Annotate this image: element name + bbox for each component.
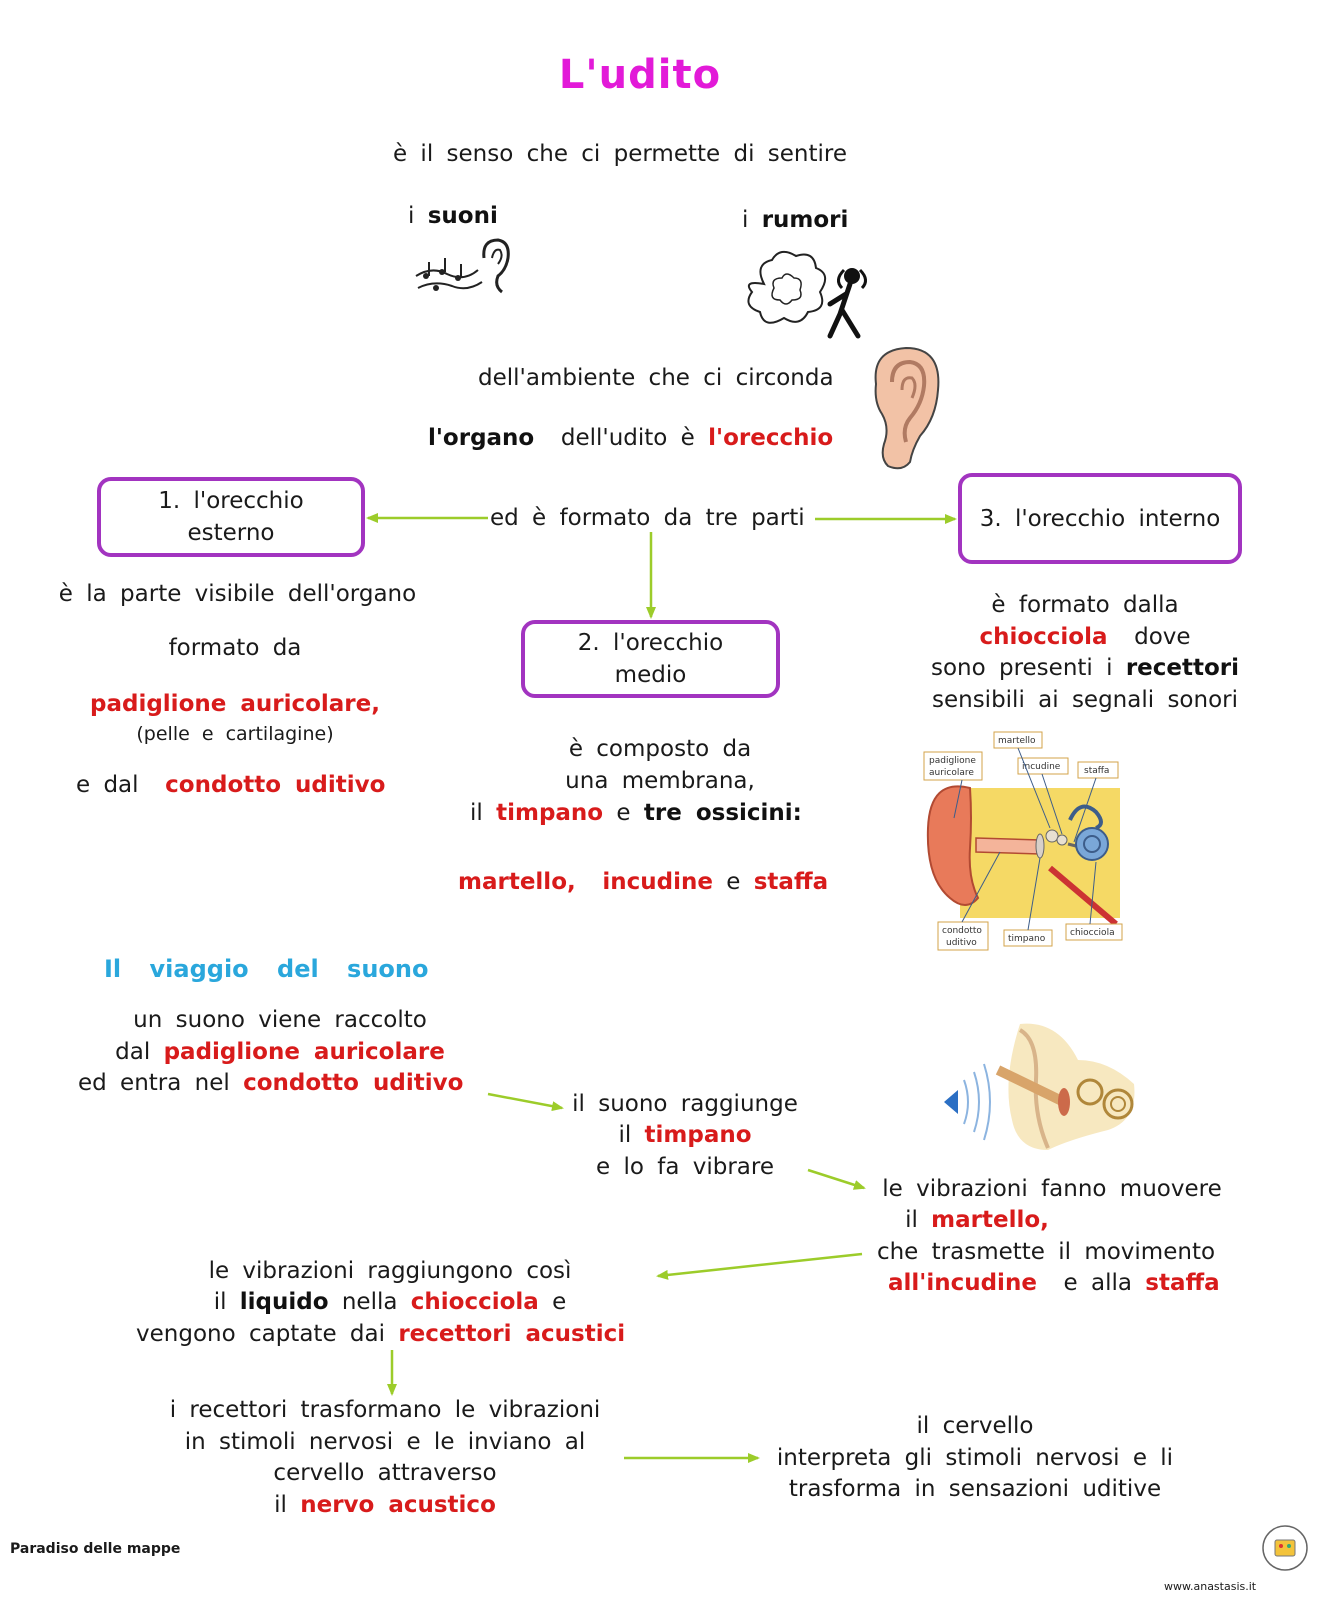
step3-line-1: le vibrazioni fanno muovere [882,1176,1222,1202]
organ-text: l'organo dell'udito è l'orecchio [428,425,834,451]
noises-label: i rumori [742,207,849,233]
step6-line-1: il cervello [916,1413,1034,1439]
step1-line-2: dal padiglione auricolare [115,1039,445,1065]
inner-ear-box: 3. l'orecchio interno [958,473,1242,564]
step3-line-2: il martello, [905,1207,1049,1233]
step6-line-3: trasforma in sensazioni uditive [788,1476,1162,1502]
middle-line-3: il timpano e tre ossicini: [470,800,802,826]
ear-icon [874,346,940,470]
arrow-step1-2 [487,1092,564,1112]
inner-line-4: sensibili ai segnali sonori [931,687,1238,713]
canal-text: e dal condotto uditivo [76,772,386,798]
outer-visible-text: è la parte visibile dell'organo [58,581,417,607]
ossicles-text: martello, incudine e staffa [458,869,829,895]
pinna-note: (pelle e cartilagine) [136,723,334,745]
svg-text:padiglione: padiglione [929,756,976,766]
intro-text: è il senso che ci permette di sentire [392,141,848,167]
step5-line-4: il nervo acustico [274,1492,496,1518]
svg-text:chiocciola: chiocciola [1070,928,1115,938]
middle-line-1: è composto da [568,736,752,762]
svg-text:staffa: staffa [1084,766,1109,776]
step4-line-2: il liquido nella chiocciola e [213,1289,567,1315]
svg-text:martello: martello [998,736,1036,746]
inner-line-3: sono presenti i recettori [930,655,1240,681]
step5-line-1: i recettori trasformano le vibrazioni [169,1397,601,1423]
step3-line-4: all'incudine e alla staffa [888,1270,1220,1296]
arrow-step2-3 [807,1168,866,1190]
ear-anatomy-diagram: padiglione auricolare martello incudine … [920,728,1126,954]
pinna-text: padiglione auricolare, [90,691,380,717]
supermappe-logo [1262,1525,1308,1571]
sound-wave-ear-icon [944,1023,1135,1150]
page-title: L'udito [558,52,722,98]
step1-line-1: un suono viene raccolto [133,1007,427,1033]
journey-title: Il viaggio del suono [104,955,429,983]
svg-text:condotto: condotto [942,926,982,936]
step4-line-1: le vibrazioni raggiungono così [208,1258,572,1284]
step2-line-3: e lo fa vibrare [596,1154,774,1180]
svg-text:auricolare: auricolare [929,768,974,778]
step5-line-3: cervello attraverso [273,1460,497,1486]
svg-text:incudine: incudine [1022,762,1061,772]
noise-icon [747,250,867,339]
arrow-step3-4 [656,1252,863,1280]
outer-formed-text: formato da [168,635,302,661]
middle-line-2: una membrana, [565,768,755,794]
step2-line-2: il timpano [618,1122,752,1148]
step3-line-3: che trasmette il movimento [876,1239,1216,1265]
svg-text:uditivo: uditivo [946,938,977,948]
step6-line-2: interpreta gli stimoli nervosi e li [776,1445,1174,1471]
svg-text:timpano: timpano [1008,934,1046,944]
step4-line-3: vengono captate dai recettori acustici [136,1321,626,1347]
inner-line-2: chiocciola dove [979,624,1191,650]
environment-text: dell'ambiente che ci circonda [478,365,834,391]
inner-line-1: è formato dalla [991,592,1179,618]
music-ear-icon [415,238,510,294]
step1-line-3: ed entra nel condotto uditivo [78,1070,464,1096]
footer-right: www.anastasis.it [1164,1580,1257,1593]
sounds-label: i suoni [408,203,498,229]
footer-left: Paradiso delle mappe [10,1541,181,1557]
parts-intro-text: ed è formato da tre parti [490,505,805,531]
step2-line-1: il suono raggiunge [572,1091,798,1117]
step5-line-2: in stimoli nervosi e le inviano al [184,1429,586,1455]
